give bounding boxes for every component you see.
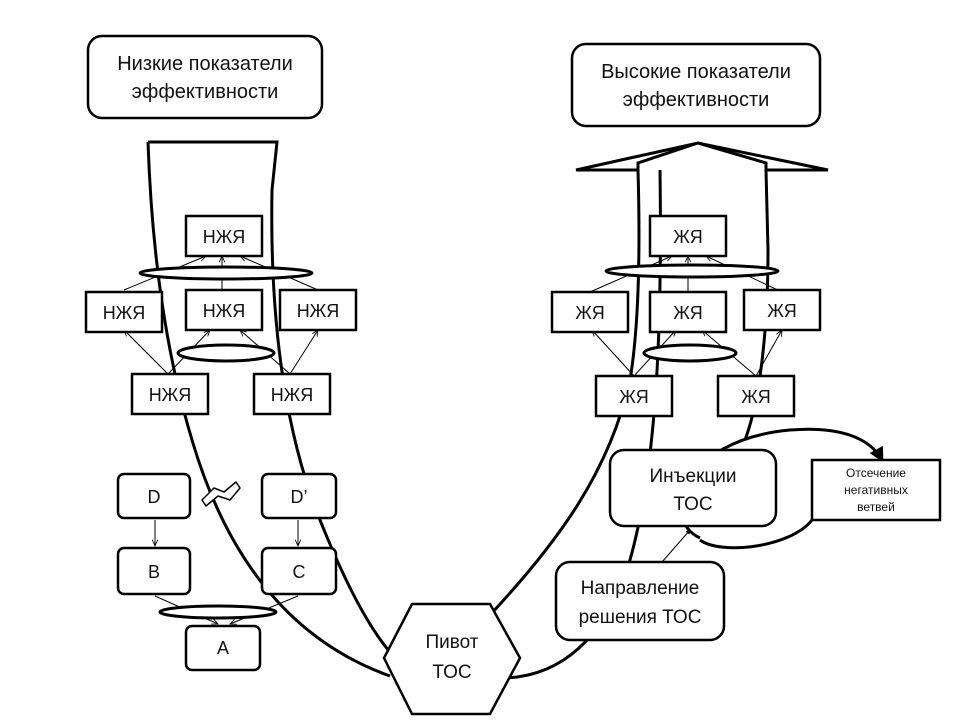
left-top-node: НЖЯ — [184, 214, 264, 258]
right-bottom-node-1: ЖЯ — [594, 374, 674, 418]
up-arrow-shaft-right — [743, 169, 770, 441]
right-mid-label-2: ЖЯ — [673, 303, 703, 323]
up-arrow-head — [575, 141, 829, 172]
right-top-node: ЖЯ — [648, 214, 728, 258]
right-tree-and-ellipse-top — [604, 263, 780, 279]
right-bottom-node-2: ЖЯ — [716, 374, 796, 418]
left-bottom-node-1: НЖЯ — [130, 372, 210, 416]
pivot-toc-hexagon: Пивот ТОС — [382, 602, 522, 716]
conflict-lightning-icon — [201, 481, 241, 507]
injections-label-line1: Инъекции — [649, 466, 736, 487]
low-performance-line1: Низкие показатели — [117, 53, 293, 75]
cloud-node-d: D — [116, 472, 192, 520]
right-bottom-label-1: ЖЯ — [619, 387, 649, 407]
high-performance-line2: эффективности — [623, 89, 770, 111]
cloud-node-c: C — [260, 546, 338, 596]
direction-to-injections-arrow — [661, 529, 691, 563]
right-mid-label-3: ЖЯ — [767, 301, 797, 321]
negative-branches-line2: негативных — [844, 483, 908, 497]
direction-label-line1: Направление — [581, 578, 700, 599]
high-performance-line1: Высокие показатели — [601, 61, 791, 83]
injections-box: Инъекции ТОС — [608, 448, 778, 528]
right-top-label: ЖЯ — [673, 227, 703, 247]
injections-label-line2: ТОС — [673, 494, 712, 515]
pivot-label-line1: Пивот — [425, 632, 478, 653]
left-bottom-node-2: НЖЯ — [252, 372, 332, 416]
pivot-label-line2: ТОС — [432, 662, 471, 683]
right-mid-node-3: ЖЯ — [742, 288, 822, 332]
left-bottom-label-2: НЖЯ — [271, 385, 314, 405]
direction-box: Направление решения ТОС — [554, 560, 726, 642]
cloud-label-b: B — [148, 562, 160, 582]
left-tree-and-ellipse-top — [138, 265, 314, 281]
cloud-node-b: B — [116, 546, 192, 596]
right-bottom-label-2: ЖЯ — [741, 387, 771, 407]
negative-branches-box: Отсечение негативных ветвей — [810, 458, 942, 522]
right-mid-label-1: ЖЯ — [575, 303, 605, 323]
left-mid-label-2: НЖЯ — [203, 301, 246, 321]
left-mid-label-3: НЖЯ — [297, 301, 340, 321]
high-performance-box: Высокие показатели эффективности — [570, 42, 822, 128]
direction-label-line2: решения ТОС — [579, 607, 702, 628]
cloud-label-d-prime: D’ — [291, 487, 308, 507]
u-band-left-wall — [146, 141, 391, 678]
left-tree-and-ellipse-mid — [176, 343, 276, 363]
low-performance-line2: эффективности — [132, 81, 279, 103]
low-performance-box: Низкие показатели эффективности — [86, 34, 324, 120]
right-tree-and-ellipse-mid — [642, 343, 738, 363]
negative-branches-line3: ветвей — [857, 500, 895, 514]
cloud-node-d-prime: D’ — [260, 472, 338, 520]
cloud-node-a: A — [184, 624, 262, 672]
cloud-label-c: C — [293, 562, 306, 582]
right-mid-node-1: ЖЯ — [550, 290, 630, 334]
left-mid-node-3: НЖЯ — [278, 288, 358, 332]
left-bottom-label-1: НЖЯ — [149, 385, 192, 405]
left-mid-label-1: НЖЯ — [103, 303, 146, 323]
negative-branch-loop-bottom — [699, 519, 814, 550]
left-mid-node-2: НЖЯ — [184, 288, 264, 332]
left-mid-node-1: НЖЯ — [84, 290, 164, 334]
right-mid-node-2: ЖЯ — [648, 290, 728, 334]
left-top-label: НЖЯ — [203, 227, 246, 247]
cloud-and-ellipse — [158, 604, 278, 620]
cloud-label-d: D — [148, 487, 161, 507]
cloud-label-a: A — [217, 638, 229, 658]
negative-branches-line1: Отсечение — [846, 466, 906, 480]
